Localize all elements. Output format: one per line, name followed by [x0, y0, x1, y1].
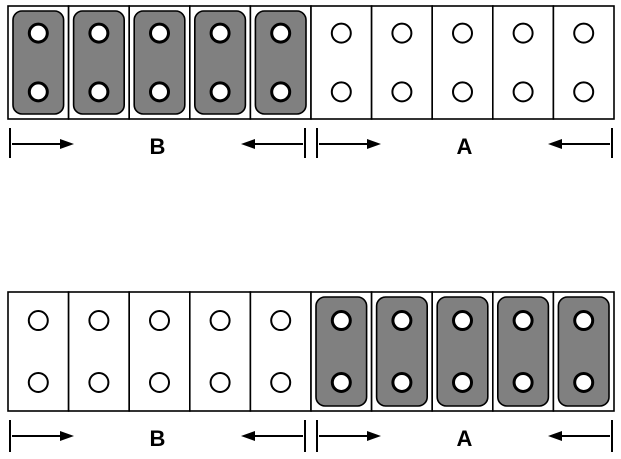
jumper-cell-9: [493, 6, 554, 119]
pin-bottom-icon: [514, 82, 533, 101]
group-b-bottom-bracket: B: [10, 420, 305, 452]
pin-bottom-icon: [272, 83, 290, 101]
cell-frame: [250, 292, 311, 411]
pin-top-icon: [393, 312, 411, 330]
pin-bottom-icon: [454, 373, 472, 391]
pin-bottom-icon: [392, 82, 411, 101]
group-a-bottom-right-arrow-icon-head: [367, 431, 381, 441]
jumper-cell-2: [69, 6, 130, 119]
group-b-bottom-right-arrow-icon-head: [60, 431, 74, 441]
jumper-cell-10: [553, 6, 614, 119]
group-a-bottom-left-arrow-icon-head: [548, 431, 562, 441]
jumper-cell-5: [250, 6, 311, 119]
jumper-cell-4: [190, 292, 251, 411]
pin-top-icon: [271, 311, 290, 330]
pin-top-icon: [392, 24, 411, 43]
group-b-top-bracket: B: [10, 128, 305, 159]
jumper-cell-6: [311, 292, 372, 411]
group-a-top-right-arrow-icon-head: [367, 139, 381, 149]
pin-top-icon: [211, 24, 229, 42]
pin-bottom-icon: [514, 373, 532, 391]
jumper-cell-7: [372, 6, 433, 119]
group-label-a: A: [457, 426, 473, 451]
pin-bottom-icon: [90, 83, 108, 101]
group-b-top-right-arrow-icon: [12, 139, 74, 149]
group-a-bottom-right-arrow-icon: [319, 431, 381, 441]
pin-bottom-icon: [211, 83, 229, 101]
pin-top-icon: [272, 24, 290, 42]
pin-bottom-icon: [393, 373, 411, 391]
group-a-bottom-bracket: A: [317, 420, 612, 452]
group-b-bottom-right-arrow-icon: [12, 431, 74, 441]
pin-top-icon: [29, 24, 47, 42]
cell-frame: [129, 292, 190, 411]
group-a-bottom-left-arrow-icon: [548, 431, 610, 441]
pin-top-icon: [90, 24, 108, 42]
pin-bottom-icon: [211, 373, 230, 392]
group-b-bottom-left-arrow-icon-head: [241, 431, 255, 441]
jumper-cell-3: [129, 292, 190, 411]
pin-top-icon: [332, 24, 351, 43]
jumper-cell-6: [311, 6, 372, 119]
jumper-cell-2: [69, 292, 130, 411]
group-label-b: B: [150, 426, 166, 451]
jumper-cell-10: [553, 292, 614, 411]
jumper-cell-8: [432, 292, 493, 411]
jumper-cell-5: [250, 292, 311, 411]
jumper-cell-7: [372, 292, 433, 411]
cell-frame: [190, 292, 251, 411]
group-a-top-left-arrow-icon-head: [548, 139, 562, 149]
cell-frame: [8, 292, 69, 411]
pin-bottom-icon: [151, 83, 169, 101]
group-b-top-right-arrow-icon-head: [60, 139, 74, 149]
pin-bottom-icon: [453, 82, 472, 101]
cell-frame: [69, 292, 130, 411]
pin-top-icon: [150, 311, 169, 330]
pin-bottom-icon: [332, 82, 351, 101]
pin-bottom-icon: [271, 373, 290, 392]
pin-top-icon: [514, 312, 532, 330]
jumper-cell-9: [493, 292, 554, 411]
pin-bottom-icon: [332, 373, 350, 391]
group-b-top-left-arrow-icon-head: [241, 139, 255, 149]
jumper-cell-3: [129, 6, 190, 119]
group-label-a: A: [457, 134, 473, 159]
pin-bottom-icon: [150, 373, 169, 392]
pin-top-icon: [151, 24, 169, 42]
pin-top-icon: [453, 24, 472, 43]
pin-top-icon: [211, 311, 230, 330]
pin-bottom-icon: [575, 373, 593, 391]
pin-top-icon: [332, 312, 350, 330]
pin-top-icon: [514, 24, 533, 43]
jumper-cell-1: [8, 6, 69, 119]
pin-bottom-icon: [89, 373, 108, 392]
jumper-cell-1: [8, 292, 69, 411]
pin-top-icon: [454, 312, 472, 330]
group-a-top-right-arrow-icon: [319, 139, 381, 149]
pin-top-icon: [89, 311, 108, 330]
group-a-top-left-arrow-icon: [548, 139, 610, 149]
group-label-b: B: [150, 134, 166, 159]
pin-top-icon: [575, 312, 593, 330]
jumper-cell-8: [432, 6, 493, 119]
pin-bottom-icon: [29, 83, 47, 101]
pin-bottom-icon: [574, 82, 593, 101]
pin-top-icon: [574, 24, 593, 43]
pin-top-icon: [29, 311, 48, 330]
pin-bottom-icon: [29, 373, 48, 392]
group-b-bottom-left-arrow-icon: [241, 431, 303, 441]
group-a-top-bracket: A: [317, 128, 612, 159]
group-b-top-left-arrow-icon: [241, 139, 303, 149]
jumper-cell-4: [190, 6, 251, 119]
